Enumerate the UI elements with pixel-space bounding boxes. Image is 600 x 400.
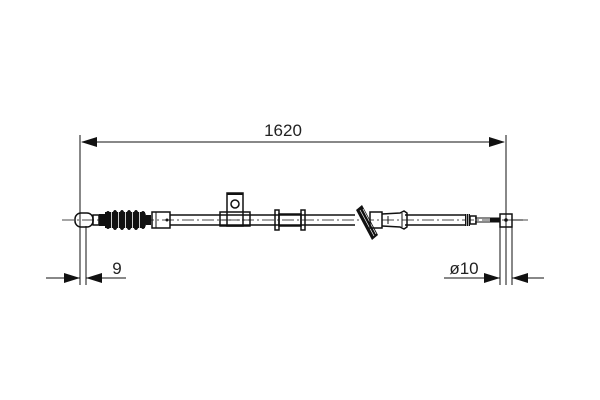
- ferrule: [465, 214, 500, 226]
- right-diameter-dimension: ø10: [444, 226, 544, 285]
- clip-retainer: [381, 210, 408, 230]
- arrow-left-icon: [512, 273, 528, 283]
- arrow-right-icon: [489, 137, 505, 147]
- left-eye-end: [74, 212, 105, 228]
- left-width-label: 9: [112, 259, 121, 278]
- arrow-left-icon: [86, 273, 102, 283]
- arrow-right-icon: [484, 273, 500, 283]
- arrow-left-icon: [81, 137, 97, 147]
- bracket-hole: [230, 199, 240, 209]
- overall-length-label: 1620: [264, 121, 302, 140]
- arrow-right-icon: [64, 273, 80, 283]
- grommet: [274, 209, 306, 231]
- right-end-block: [499, 196, 523, 228]
- left-width-dimension: 9: [46, 226, 126, 285]
- cable-sheath: [170, 214, 500, 226]
- right-diameter-label: ø10: [449, 259, 478, 278]
- left-sleeve: [151, 211, 171, 229]
- mounting-bracket: [219, 192, 251, 227]
- overall-length-dimension: 1620: [79, 121, 507, 285]
- bellows-boot: [104, 210, 151, 230]
- angled-flange: [356, 205, 383, 240]
